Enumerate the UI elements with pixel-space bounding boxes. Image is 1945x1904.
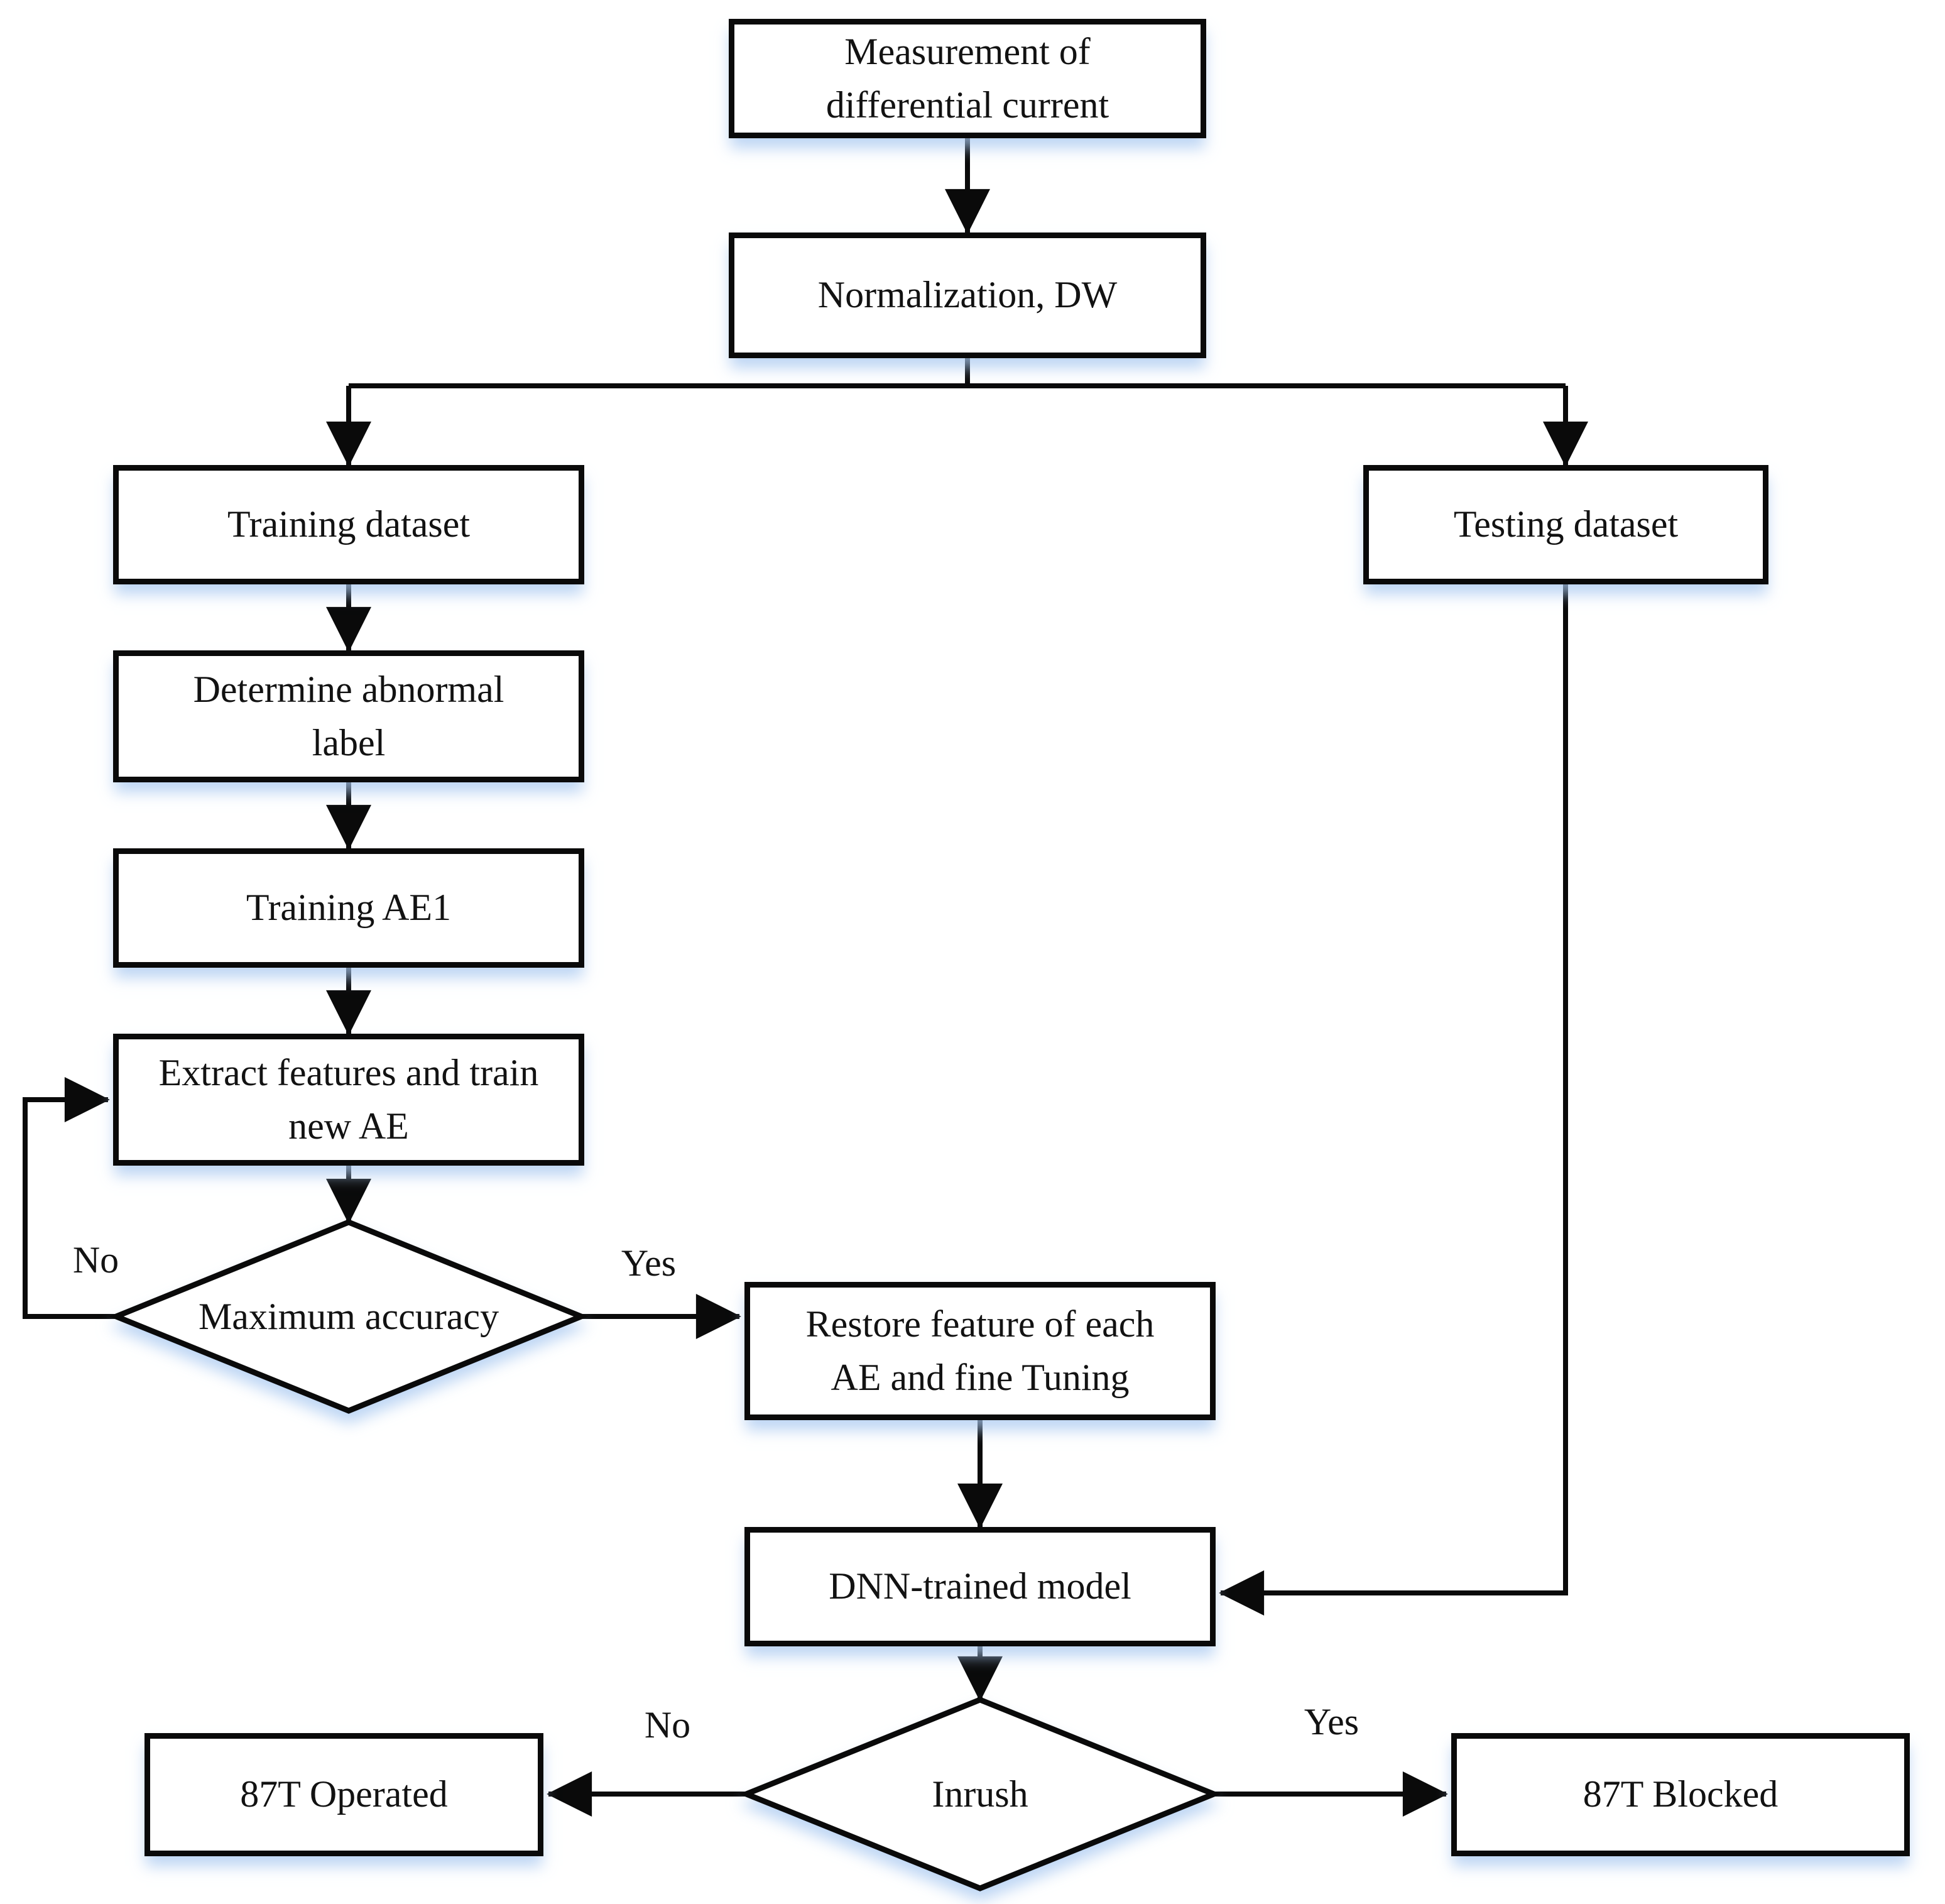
edge-label-inrush-yes: Yes bbox=[1304, 1700, 1359, 1743]
arrow-testing-dataset-to-dnn-model bbox=[1219, 584, 1568, 1616]
edge-label-inrush-no: No bbox=[644, 1704, 691, 1746]
node-measurement: Measurement of differential current bbox=[729, 19, 1206, 138]
arrow-max-accuracy-no-loop-to-extract bbox=[23, 1077, 116, 1319]
node-87t-operated: 87T Operated bbox=[144, 1733, 543, 1856]
edge-label-max-accuracy-yes: Yes bbox=[621, 1242, 677, 1284]
node-87t-blocked: 87T Blocked bbox=[1451, 1733, 1910, 1856]
edge-label-max-accuracy-no: No bbox=[72, 1239, 119, 1281]
decision-diamond-inrush bbox=[738, 1697, 1222, 1891]
decision-label-max-accuracy: Maximum accuracy bbox=[198, 1296, 499, 1337]
node-testing-dataset: Testing dataset bbox=[1363, 465, 1768, 584]
node-training-ae1: Training AE1 bbox=[113, 848, 584, 968]
decision-diamond-max-accuracy bbox=[109, 1219, 589, 1414]
node-restore-feature-fine-tuning: Restore feature of each AE and fine Tuni… bbox=[744, 1282, 1216, 1420]
node-extract-features-train-new-ae: Extract features and train new AE bbox=[113, 1034, 584, 1166]
node-training-dataset: Training dataset bbox=[113, 465, 584, 584]
decision-label-inrush: Inrush bbox=[932, 1773, 1028, 1815]
node-normalization: Normalization, DW bbox=[729, 233, 1206, 358]
node-determine-abnormal-label: Determine abnormal label bbox=[113, 650, 584, 782]
node-dnn-trained-model: DNN-trained model bbox=[744, 1527, 1216, 1646]
